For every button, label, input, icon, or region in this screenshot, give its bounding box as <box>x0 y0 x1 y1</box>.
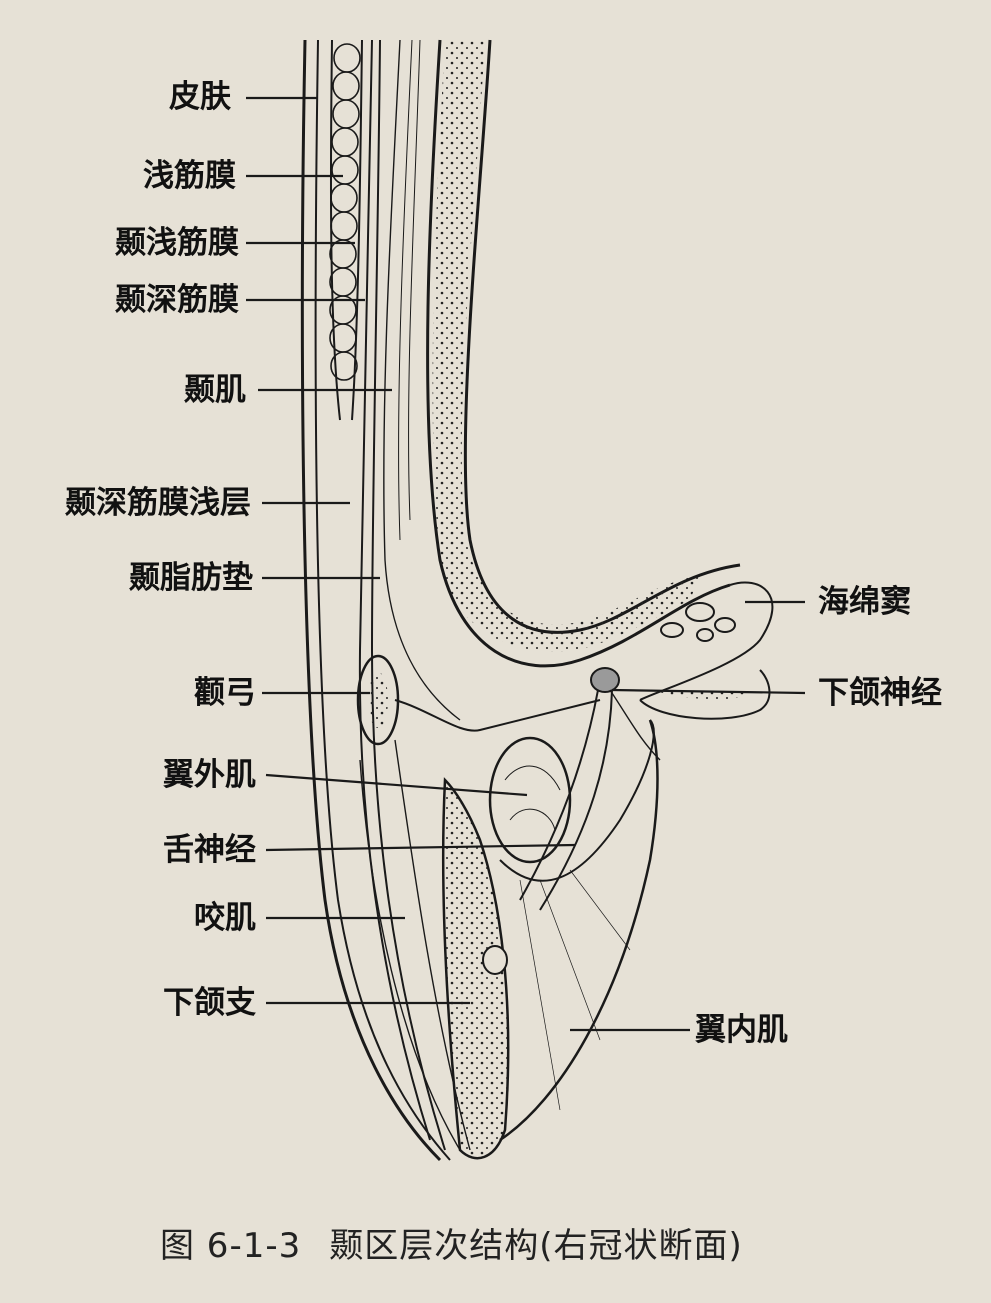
label-lateral-pterygoid: 翼外肌 <box>163 757 256 793</box>
figure-caption: 图 6-1-3 颞区层次结构(右冠状断面) <box>160 1218 743 1267</box>
fat-lobules <box>329 43 361 381</box>
anatomy-outlines <box>300 39 774 1162</box>
label-superficial-fascia: 浅筋膜 <box>143 158 236 194</box>
label-medial-pterygoid: 翼内肌 <box>695 1012 788 1048</box>
label-cavernous-sinus: 海绵窦 <box>818 584 911 620</box>
label-deep-temporal-fascia: 颞深筋膜 <box>115 282 239 318</box>
label-lingual-nerve: 舌神经 <box>163 832 256 868</box>
label-mandibular-nerve: 下颌神经 <box>818 675 942 711</box>
label-skin: 皮肤 <box>169 79 231 115</box>
label-deep-temporal-fascia-superficial-layer: 颞深筋膜浅层 <box>65 485 251 521</box>
caption-text: 颞区层次结构(右冠状断面) <box>329 1226 743 1266</box>
label-superficial-temporal-fascia: 颞浅筋膜 <box>115 225 239 261</box>
label-temporal-fat-pad: 颞脂肪垫 <box>129 560 253 596</box>
label-mandibular-ramus: 下颌支 <box>163 985 256 1021</box>
label-masseter: 咬肌 <box>194 900 256 936</box>
caption-number: 图 6-1-3 <box>160 1226 302 1266</box>
leader-lines <box>246 96 806 1032</box>
label-temporalis: 颞肌 <box>184 372 246 408</box>
label-zygomatic-arch: 颧弓 <box>194 675 256 711</box>
